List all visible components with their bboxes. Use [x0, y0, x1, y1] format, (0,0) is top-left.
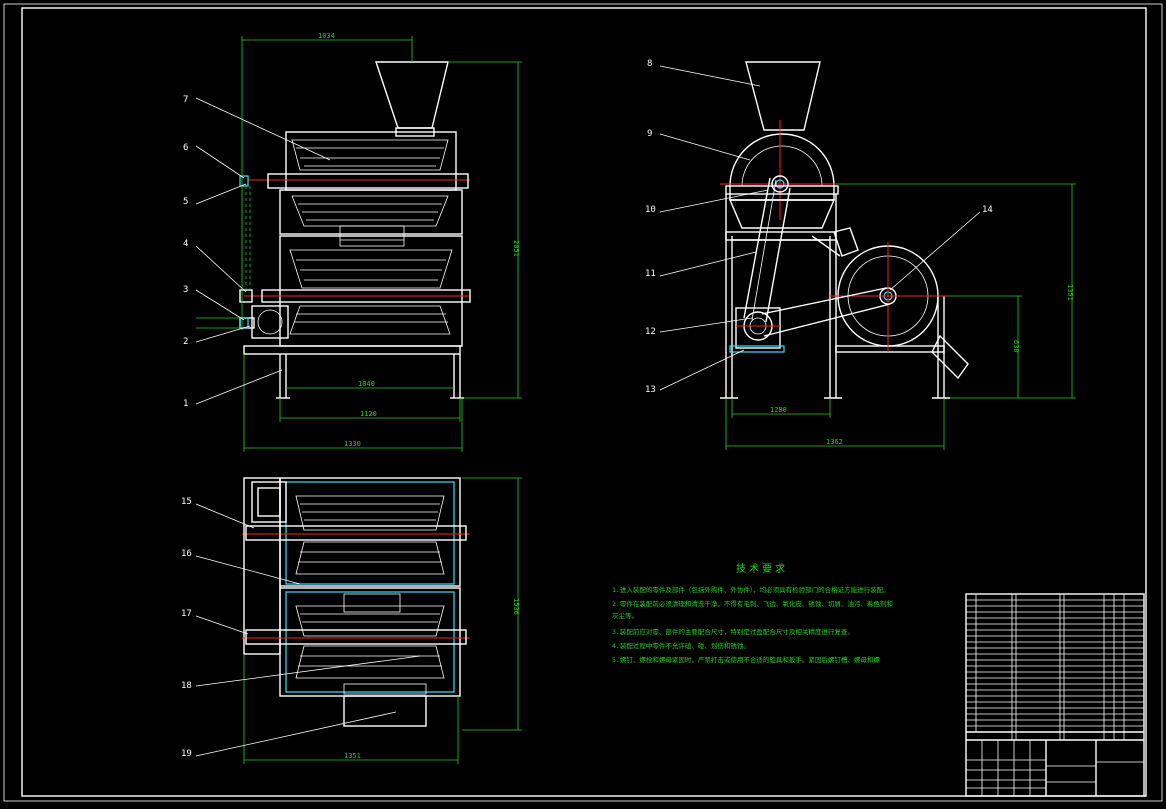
dim-front-top: 1034 — [318, 32, 335, 40]
note-line-6: 5.螺钉、螺栓和螺母紧固时，严禁打击或使用不合适的旋具和扳手。紧固后螺钉槽、螺母… — [612, 655, 880, 664]
dim-side-base: 1280 — [770, 406, 787, 414]
callout-16: 16 — [181, 549, 192, 559]
dim-front-mid: 1120 — [360, 410, 377, 418]
drawing-frame — [21, 7, 1147, 797]
dim-front-inner: 1040 — [358, 380, 375, 388]
title-block — [965, 593, 1145, 797]
husk-drum — [729, 133, 835, 201]
dim-side-height: 1351 — [1066, 284, 1074, 301]
note-line-4: 3.装配前应对零、部件的主要配合尺寸，特别是过盈配合尺寸及相关精度进行复查。 — [612, 627, 854, 636]
plan-upper-section — [279, 477, 461, 587]
callout-7: 7 — [183, 95, 188, 105]
base-plate — [243, 345, 461, 355]
callout-8: 8 — [647, 59, 652, 69]
callout-13: 13 — [645, 385, 656, 395]
callout-3: 3 — [183, 285, 188, 295]
plan-lower-section — [279, 587, 461, 697]
note-line-3: 灰尘等。 — [612, 611, 638, 620]
lower-housing — [279, 235, 463, 347]
technical-notes: 技术要求 1.进入装配的零件及部件（包括外购件、外协件），均必须具有检验部门的合… — [612, 562, 893, 664]
front-hopper — [375, 61, 449, 129]
note-line-1: 1.进入装配的零件及部件（包括外购件、外协件），均必须具有检验部门的合格证方能进… — [612, 585, 890, 594]
dim-side-total: 1362 — [826, 438, 843, 446]
callout-1: 1 — [183, 399, 188, 409]
side-view: 1280 1362 1351 630 8 9 10 11 12 13 14 — [645, 59, 1076, 450]
callout-9: 9 — [647, 129, 652, 139]
outer-border — [3, 3, 1163, 802]
dim-plan-width: 1351 — [344, 752, 361, 760]
callout-14: 14 — [982, 205, 993, 215]
callout-5: 5 — [183, 197, 188, 207]
callout-6: 6 — [183, 143, 188, 153]
callout-4: 4 — [183, 239, 188, 249]
callout-2: 2 — [183, 337, 188, 347]
callout-18: 18 — [181, 681, 192, 691]
motor — [735, 307, 781, 349]
note-line-5: 4.装配过程中零件不允许磕、碰、划伤和锈蚀。 — [612, 641, 750, 650]
callout-12: 12 — [645, 327, 656, 337]
parts-list-frame — [965, 593, 1145, 797]
dim-front-total: 1330 — [344, 440, 361, 448]
callout-11: 11 — [645, 269, 656, 279]
upper-housing — [285, 131, 457, 191]
plan-view: 1351 1536 15 16 17 18 19 — [181, 477, 522, 764]
notes-title: 技术要求 — [736, 562, 788, 575]
callout-19: 19 — [181, 749, 192, 759]
callout-17: 17 — [181, 609, 192, 619]
dim-side-low: 630 — [1012, 340, 1020, 353]
callout-10: 10 — [645, 205, 656, 215]
dim-front-height: 2051 — [512, 240, 520, 257]
plan-outlet — [343, 695, 427, 727]
note-line-2: 2.零件在装配前必须清理和清洗干净，不得有毛刺、飞边、氧化皮、锈蚀、切屑、油污、… — [612, 599, 893, 608]
callout-15: 15 — [181, 497, 192, 507]
side-hopper — [745, 61, 821, 131]
dim-plan-height: 1536 — [512, 598, 520, 615]
front-view: 1034 1040 1120 1330 2051 7 6 5 4 3 2 1 — [183, 32, 522, 452]
